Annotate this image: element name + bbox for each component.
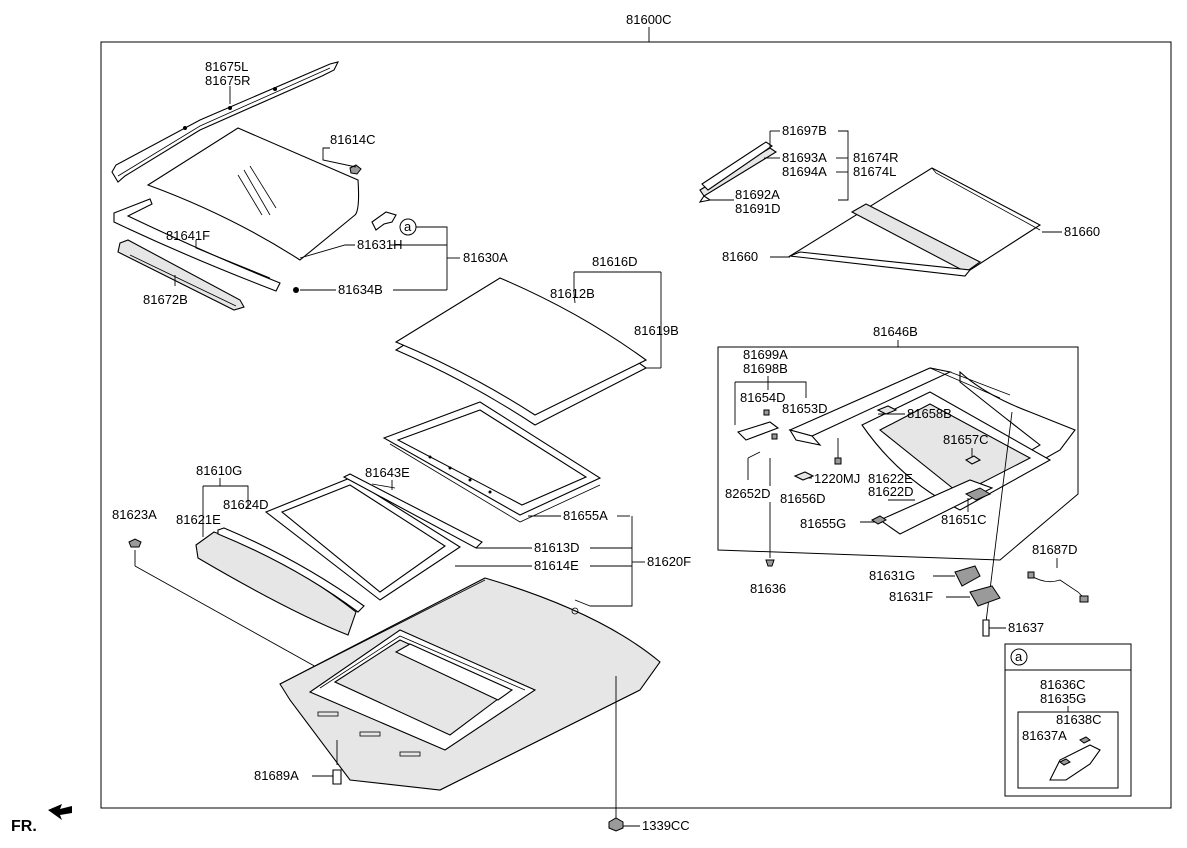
label-rail-r: 81675R	[205, 73, 251, 88]
glass-seal-set	[264, 473, 483, 601]
label-deflector-b: 81672B	[143, 292, 188, 307]
bolt-81623a	[128, 538, 142, 548]
inset-bracket	[1049, 744, 1101, 781]
mechanism-frame	[717, 346, 1079, 561]
sunshade-panel	[394, 277, 648, 426]
bracket-81658b	[876, 405, 898, 415]
label-link-b: 81698B	[743, 361, 788, 376]
label-bolt-a: 81623A	[112, 507, 157, 522]
label-guide-d: 81654D	[740, 390, 786, 405]
label-trim-e: 81621E	[176, 512, 221, 527]
label-inset-c2: 81638C	[1056, 712, 1102, 727]
label-motor-c: 81651C	[941, 512, 987, 527]
label-trim-d: 81624D	[223, 497, 269, 512]
roller-blind	[788, 167, 1042, 277]
label-screw-mj: 1220MJ	[814, 471, 860, 486]
screw-81636	[765, 559, 775, 567]
clip-81614c	[349, 164, 362, 175]
label-stop-g: 81655G	[800, 516, 846, 531]
label-cable-e: 81622E	[868, 471, 913, 486]
label-seal-e2: 81614E	[534, 558, 579, 573]
drain-channel	[698, 141, 778, 203]
label-glass-h: 81631H	[357, 237, 403, 252]
label-frame-a: 81655A	[563, 508, 608, 523]
roof-rail	[111, 61, 340, 183]
label-front-indicator: FR.	[11, 818, 37, 835]
link-81699a	[736, 421, 780, 441]
side-trim	[195, 527, 365, 636]
label-drain-d: 81691D	[735, 201, 781, 216]
motor-81651c	[964, 487, 992, 501]
label-roller-l: 81660	[722, 249, 758, 264]
motor-81631g	[954, 565, 981, 587]
label-plug-a: 81689A	[254, 768, 299, 783]
front-arrow-icon	[48, 804, 72, 820]
label-seal-e: 81643E	[365, 465, 410, 480]
label-mech-b: 81646B	[873, 324, 918, 339]
label-harness-d: 81687D	[1032, 542, 1078, 557]
label-bracket-c: 81657C	[943, 432, 989, 447]
pad-81656d	[793, 471, 815, 481]
deflector-81672b	[117, 239, 245, 311]
label-screw-636: 81636	[750, 581, 786, 596]
label-assembly-main: 81600C	[626, 12, 672, 27]
label-shade-b2: 81619B	[634, 323, 679, 338]
label-rail-l: 81675L	[205, 59, 248, 74]
label-cover-l: 81674L	[853, 164, 896, 179]
glass-bracket	[371, 211, 397, 231]
label-inset-c: 81636C	[1040, 677, 1086, 692]
label-bracket-b: 81658B	[907, 406, 952, 421]
seal-81641f	[113, 198, 281, 292]
label-nut-cc: 1339CC	[642, 818, 690, 833]
label-bolt-b: 81634B	[338, 282, 383, 297]
label-screw-637: 81637	[1008, 620, 1044, 635]
label-cover-r: 81674R	[853, 150, 899, 165]
motor-81631f	[969, 585, 1001, 607]
sunroof-mechanism	[788, 367, 1076, 535]
label-callout-a: a	[404, 219, 412, 234]
nut-1339cc	[608, 817, 624, 832]
label-shade-d: 81616D	[592, 254, 638, 269]
label-guide-d2: 81653D	[782, 401, 828, 416]
label-pin-d: 82652D	[725, 486, 771, 501]
label-drain-a2: 81694A	[782, 164, 827, 179]
bracket-81657c	[964, 455, 982, 465]
plug-81689a	[332, 769, 342, 785]
label-roller-r: 81660	[1064, 224, 1100, 239]
label-cable-d: 81622D	[868, 484, 914, 499]
label-motor-f: 81631F	[889, 589, 933, 604]
label-motor-g: 81631G	[869, 568, 915, 583]
harness-81687d	[1029, 574, 1085, 599]
label-shade-b: 81612B	[550, 286, 595, 301]
label-drain-b: 81697B	[782, 123, 827, 138]
label-trim-g: 81610G	[196, 463, 242, 478]
label-drain-a: 81693A	[782, 150, 827, 165]
label-seal-f2: 81620F	[647, 554, 691, 569]
label-inset-a2: 81637A	[1022, 728, 1067, 743]
label-glass-a: 81630A	[463, 250, 508, 265]
inset-a-box	[1004, 643, 1132, 797]
label-clip-c: 81614C	[330, 132, 376, 147]
screw-81637	[982, 619, 990, 637]
label-drain-a3: 81692A	[735, 187, 780, 202]
label-link-a: 81699A	[743, 347, 788, 362]
label-seal-d: 81613D	[534, 540, 580, 555]
assembly-frame	[100, 41, 1172, 809]
label-seal-f: 81641F	[166, 228, 210, 243]
front-glass	[146, 127, 360, 261]
label-pad-d: 81656D	[780, 491, 826, 506]
stop-81655g	[871, 515, 887, 525]
glass-frame	[382, 401, 602, 523]
label-inset-a: a	[1015, 649, 1023, 664]
roof-panel	[279, 577, 661, 791]
label-inset-g: 81635G	[1040, 691, 1086, 706]
